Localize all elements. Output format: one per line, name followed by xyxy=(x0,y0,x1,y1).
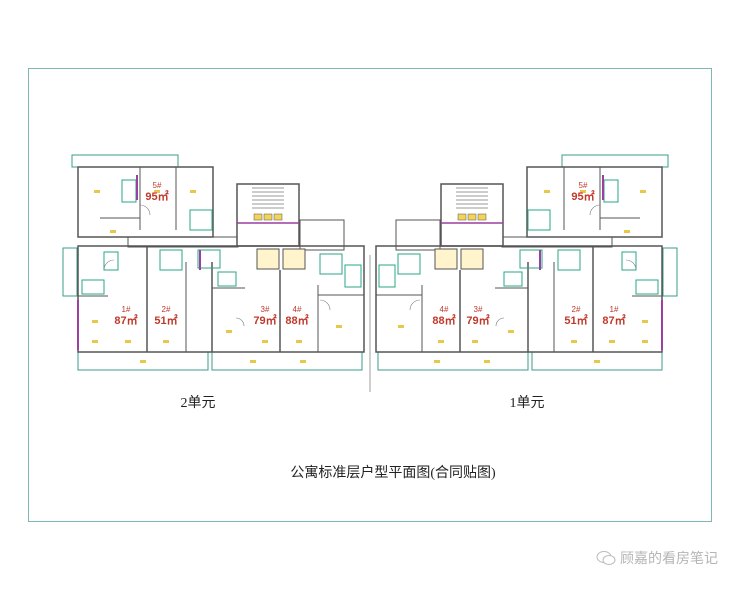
apartment-4-left: 4#88㎡ xyxy=(285,306,308,327)
apartment-3-right: 3#79㎡ xyxy=(466,306,489,327)
apartment-area: 79㎡ xyxy=(466,315,490,327)
apartment-area: 51㎡ xyxy=(564,315,588,327)
drawing-frame xyxy=(28,68,712,522)
apartment-area: 79㎡ xyxy=(253,315,277,327)
apartment-5-left: 5#95㎡ xyxy=(145,182,168,203)
apartment-number: 1# xyxy=(121,305,131,314)
apartment-area: 88㎡ xyxy=(432,315,456,327)
apartment-1-left: 1#87㎡ xyxy=(114,306,137,327)
apartment-number: 5# xyxy=(152,181,162,190)
apartment-4-right: 4#88㎡ xyxy=(432,306,455,327)
apartment-number: 4# xyxy=(439,305,449,314)
apartment-area: 88㎡ xyxy=(285,315,309,327)
watermark: 顾嘉的看房笔记 xyxy=(596,548,718,568)
apartment-number: 1# xyxy=(609,305,619,314)
apartment-area: 51㎡ xyxy=(154,315,178,327)
wechat-icon xyxy=(596,551,616,565)
apartment-2-left: 2#51㎡ xyxy=(154,306,177,327)
unit-2-floorplan xyxy=(62,154,365,371)
apartment-area: 95㎡ xyxy=(145,191,169,203)
apartment-area: 87㎡ xyxy=(114,315,138,327)
unit-1-caption: 1单元 xyxy=(509,396,545,411)
apartment-3-left: 3#79㎡ xyxy=(253,306,276,327)
apartment-number: 4# xyxy=(292,305,302,314)
apartment-number: 5# xyxy=(578,181,588,190)
apartment-5-right: 5#95㎡ xyxy=(571,182,594,203)
unit-2-caption: 2单元 xyxy=(180,396,216,411)
apartment-area: 95㎡ xyxy=(571,191,595,203)
watermark-text: 顾嘉的看房笔记 xyxy=(620,551,718,567)
apartment-1-right: 1#87㎡ xyxy=(602,306,625,327)
apartment-area: 87㎡ xyxy=(602,315,626,327)
unit-1-floorplan xyxy=(375,154,678,371)
apartment-number: 2# xyxy=(571,305,581,314)
drawing-title: 公寓标准层户型平面图(合同贴图) xyxy=(290,466,496,481)
apartment-number: 2# xyxy=(161,305,171,314)
apartment-number: 3# xyxy=(260,305,270,314)
apartment-2-right: 2#51㎡ xyxy=(564,306,587,327)
apartment-number: 3# xyxy=(473,305,483,314)
